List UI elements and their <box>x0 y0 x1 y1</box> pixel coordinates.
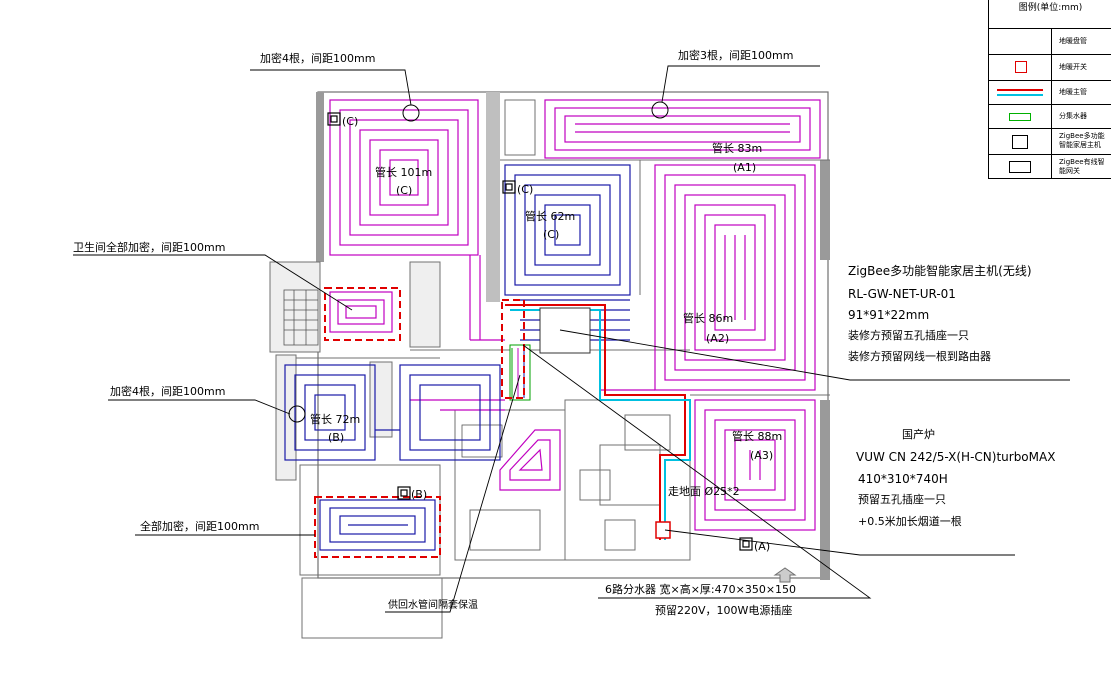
manifold <box>509 307 671 539</box>
main-pipe-icon <box>989 81 1052 105</box>
boiler-line5: +0.5米加长烟道一根 <box>858 514 962 528</box>
note-top-right: 加密3根，间距100mm <box>678 48 793 62</box>
loop-b1-id: (B) <box>328 431 344 444</box>
thermostat-icons <box>327 112 753 551</box>
loop-c2-length: 管长 62m <box>525 209 575 223</box>
legend-row-zigbee-gateway: ZigBee有线智能网关 <box>989 154 1111 179</box>
coil-room-c2 <box>504 164 631 296</box>
zigbee-gateway-icon <box>989 155 1052 179</box>
legend-row-switch: 地暖开关 <box>989 54 1111 81</box>
thermostat-label-2: (C) <box>517 183 533 196</box>
legend-row-zigbee-host: ZigBee多功能智能家居主机 <box>989 128 1111 155</box>
loop-c1-id: (C) <box>396 184 412 197</box>
bathroom-fixture <box>283 289 503 458</box>
floor-heating-coil-icon <box>989 29 1052 55</box>
note-trunk: 走地面 Ø25*2 <box>668 485 740 498</box>
legend-row-coil: 地暖盘管 <box>989 28 1111 55</box>
coil-room-bottom <box>319 499 436 551</box>
loop-c2-id: (C) <box>543 228 559 241</box>
loop-b1-length: 管长 72m <box>310 412 360 426</box>
note-top-left: 加密4根，间距100mm <box>260 51 375 65</box>
zigbee-line2: RL-GW-NET-UR-01 <box>848 287 956 301</box>
manifold-icon <box>989 105 1052 129</box>
boiler-line1: 国产炉 <box>902 427 935 441</box>
zigbee-line5: 装修方预留网线一根到路由器 <box>848 349 991 363</box>
thermostat-switch-icon <box>989 55 1052 81</box>
note-left-mid: 加密4根，间距100mm <box>110 384 225 398</box>
legend-row-main-pipe: 地暖主管 <box>989 80 1111 105</box>
zigbee-line1: ZigBee多功能智能家居主机(无线) <box>848 263 1032 278</box>
legend-panel: 图例(单位:mm) 地暖盘管 地暖开关 地暖主管 分集水器 ZigBee多功能智… <box>988 0 1111 179</box>
coil-bathroom-center <box>410 399 561 491</box>
boiler-line3: 410*310*740H <box>858 472 948 486</box>
zigbee-line4: 装修方预留五孔插座一只 <box>848 328 969 342</box>
leader-lines <box>73 65 1070 613</box>
note-bottom-left: 全部加密，间距100mm <box>140 519 259 533</box>
loop-a2-id: (A2) <box>706 332 729 345</box>
loop-a3-length: 管长 88m <box>732 429 782 443</box>
note-manifold-1: 6路分水器 宽×高×厚:470×350×150 <box>605 582 796 596</box>
loop-a2-length: 管长 86m <box>683 311 733 325</box>
coil-room-a1 <box>544 99 821 159</box>
coil-bathroom-left <box>329 291 393 333</box>
boiler-line2: VUW CN 242/5-X(H-CN)turboMAX <box>856 450 1055 464</box>
zigbee-line3: 91*91*22mm <box>848 308 929 322</box>
loop-a3-id: (A3) <box>750 449 773 462</box>
thermostat-label-4: (A) <box>754 540 770 553</box>
loop-c1-length: 管长 101m <box>375 165 432 179</box>
coil-room-a2 <box>600 164 816 391</box>
loop-a1-id: (A1) <box>733 161 756 174</box>
note-bottom-pipe: 供回水管间隔套保温 <box>388 598 478 611</box>
note-manifold-2: 预留220V，100W电源插座 <box>655 603 792 617</box>
thermostat-label-3: (B) <box>411 488 427 501</box>
legend-title: 图例(单位:mm) <box>1018 3 1083 13</box>
dashed-regions <box>314 287 525 558</box>
loop-a1-length: 管长 83m <box>712 141 762 155</box>
legend-row-manifold: 分集水器 <box>989 104 1111 129</box>
thermostat-label-1: (C) <box>342 115 358 128</box>
main-pipes <box>505 304 691 540</box>
boiler-line4: 预留五孔插座一只 <box>858 492 946 506</box>
zigbee-host-icon <box>989 129 1052 155</box>
note-bathroom: 卫生间全部加密，间距100mm <box>73 240 225 254</box>
coil-room-a3 <box>694 399 816 531</box>
